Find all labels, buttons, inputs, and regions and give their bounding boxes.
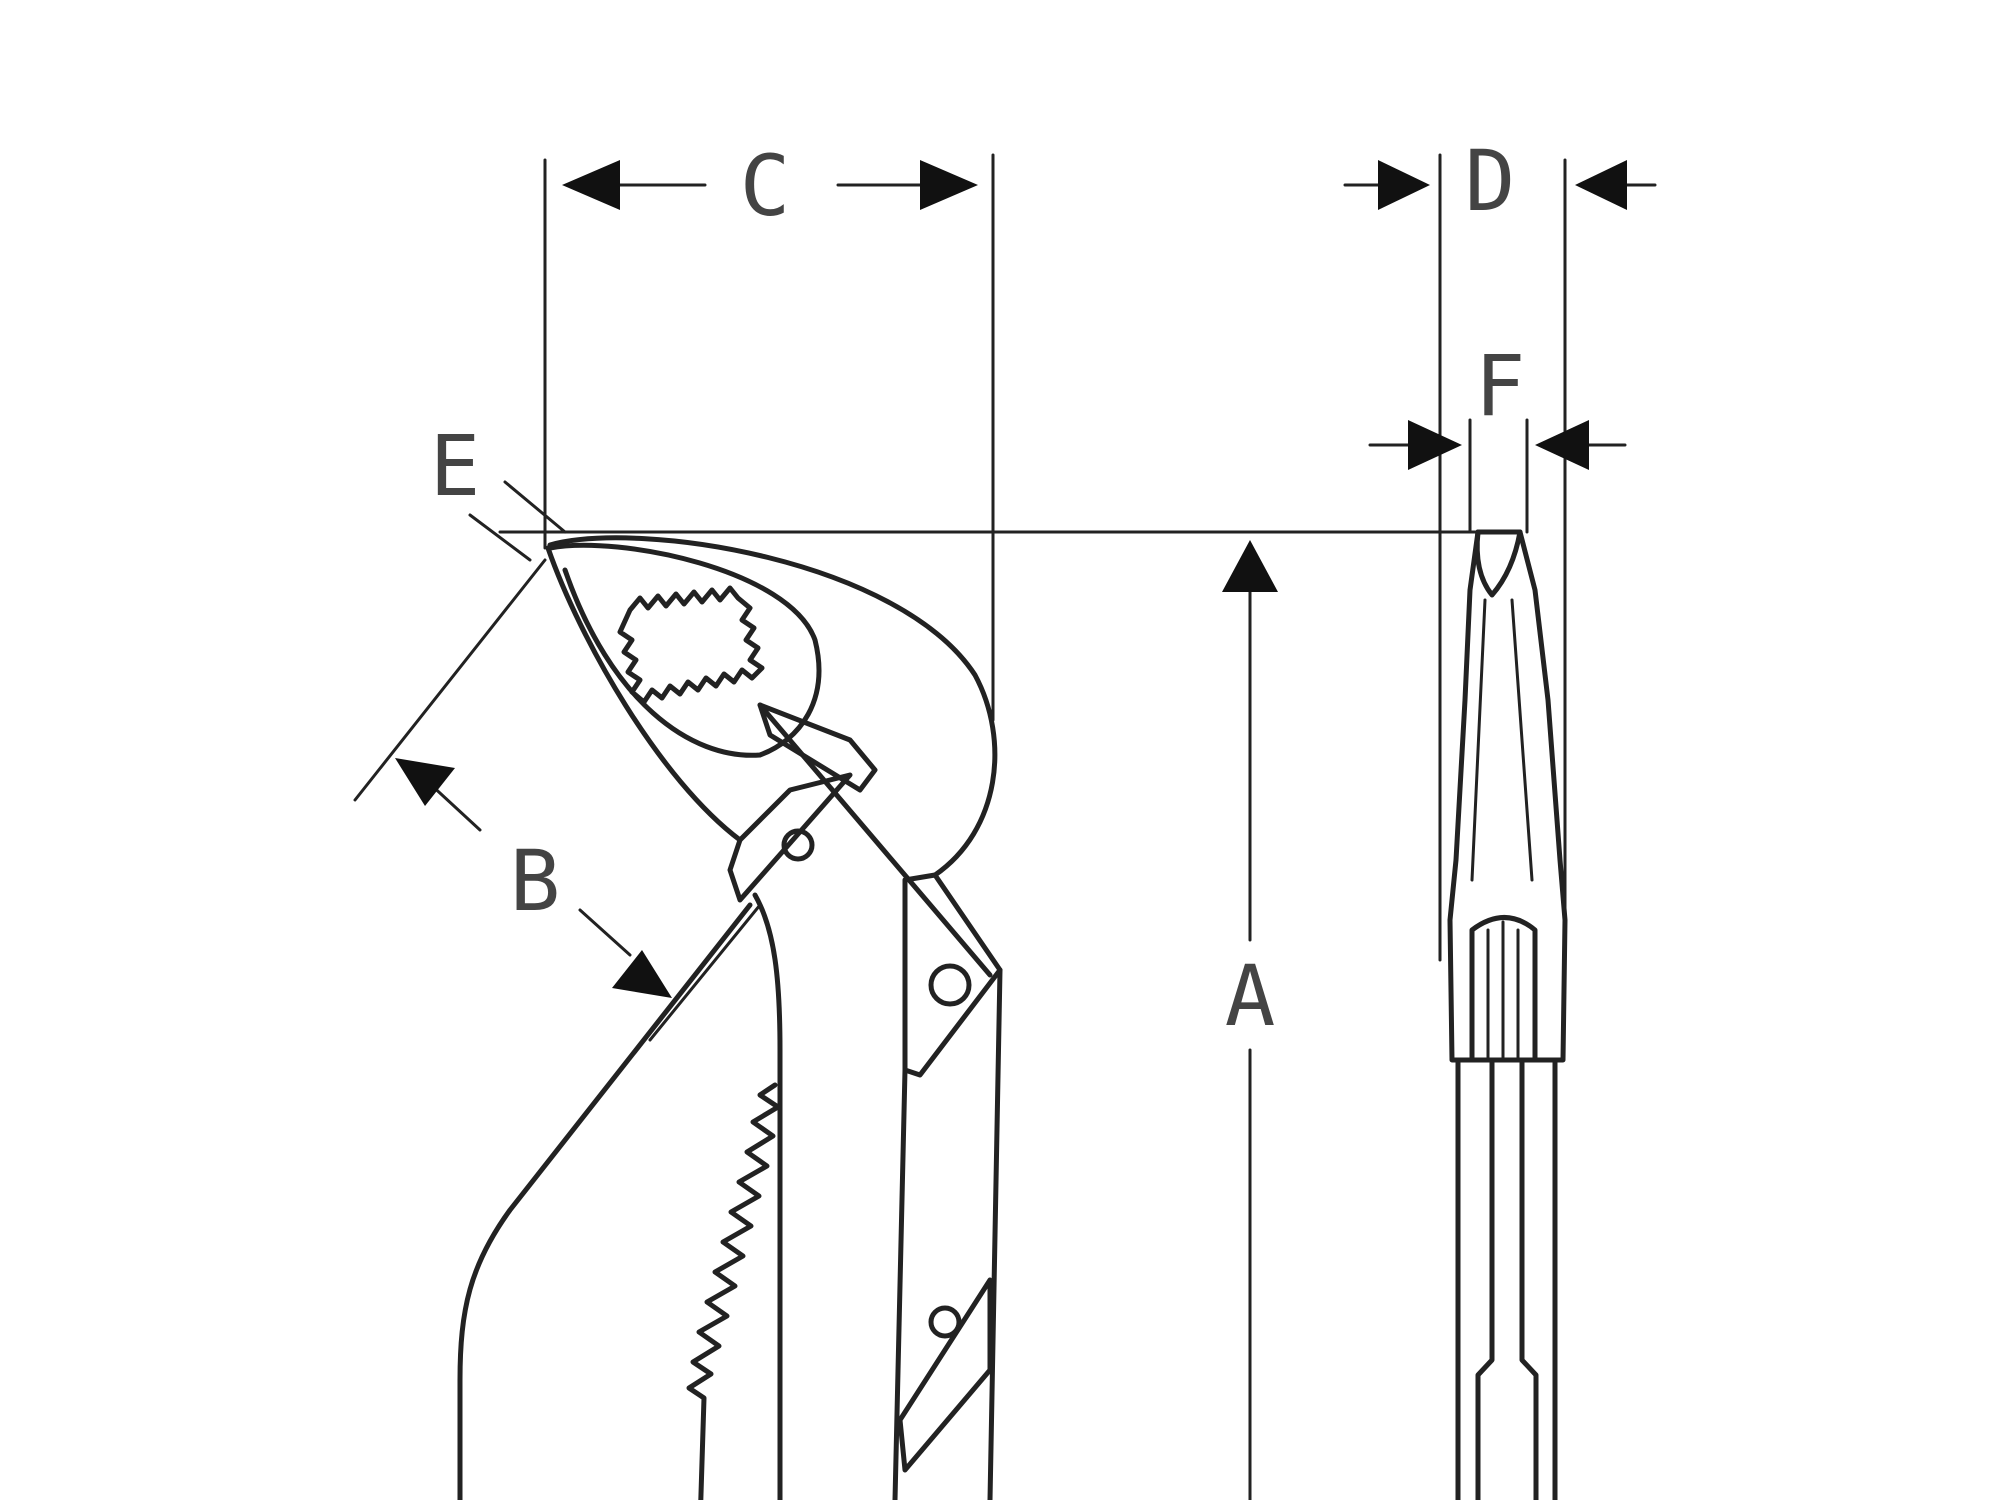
pivot-bolt xyxy=(928,963,972,1007)
dim-b-top-extension xyxy=(353,558,547,802)
dim-b-arrow-down xyxy=(612,950,672,998)
head-outer-curve xyxy=(547,535,998,878)
dimension-b: B xyxy=(353,558,762,1042)
label-e: E xyxy=(430,417,481,515)
dim-b-arrow-up xyxy=(395,758,455,806)
dimension-d: D xyxy=(1343,132,1657,962)
small-rivet xyxy=(781,828,815,862)
pivot-rail-edge xyxy=(757,702,993,978)
dimension-c: C xyxy=(543,137,995,722)
dim-a-arrow-up xyxy=(1222,540,1278,592)
dim-c-arrow-right xyxy=(920,160,978,210)
front-handle-inner xyxy=(1475,1057,1539,1500)
lower-handle-outer xyxy=(457,902,753,1500)
handle-grip-teeth xyxy=(686,1082,781,1500)
dim-d-arrow-left xyxy=(1378,160,1430,210)
label-a: A xyxy=(1225,947,1276,1045)
dim-c-arrow-left xyxy=(562,160,620,210)
pivot-rail xyxy=(757,702,878,793)
lower-handle-inner xyxy=(752,892,783,1500)
dimension-f: F xyxy=(1368,337,1627,534)
dim-e-leader-upper xyxy=(503,480,567,534)
upper-link-plate xyxy=(902,872,1003,1078)
pliers-side-view xyxy=(457,535,1003,1500)
dim-e-leader-lower xyxy=(468,513,532,562)
front-jaw-inner-right xyxy=(1510,598,1534,882)
upper-handle-right-edge xyxy=(987,967,1003,1500)
jaw-teeth xyxy=(617,585,765,705)
upper-handle-lower-plate xyxy=(897,1277,993,1473)
front-jaw-outline xyxy=(1447,529,1568,1063)
dim-f-arrow-left xyxy=(1408,420,1462,470)
dim-b-bottom-extension xyxy=(648,903,762,1042)
dim-b-line-lower xyxy=(578,908,632,957)
front-nut xyxy=(1469,915,1538,1063)
dim-f-arrow-right xyxy=(1535,420,1589,470)
upper-handle-left-edge xyxy=(892,1067,908,1500)
label-d: D xyxy=(1465,132,1516,230)
dimension-a: A xyxy=(498,530,1480,1500)
label-b: B xyxy=(510,832,561,930)
dimension-e: E xyxy=(430,417,567,562)
dim-d-arrow-right xyxy=(1575,160,1627,210)
lower-link-plate xyxy=(727,772,853,903)
label-f: F xyxy=(1475,337,1526,435)
label-c: C xyxy=(740,137,791,235)
front-jaw-tip xyxy=(1474,529,1523,598)
front-jaw-inner-left xyxy=(1470,598,1487,882)
handle-rivet xyxy=(928,1305,962,1339)
jaw-tip xyxy=(545,545,743,843)
pliers-front-view xyxy=(1447,529,1568,1500)
